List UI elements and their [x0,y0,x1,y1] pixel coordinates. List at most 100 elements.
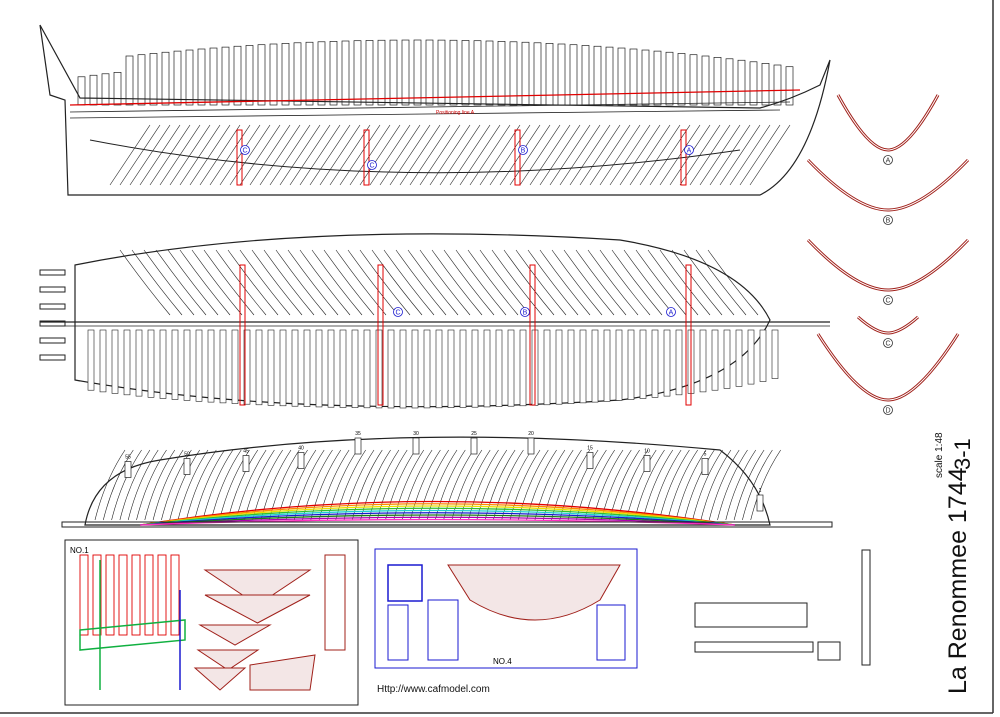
frame-head [242,455,250,472]
deck-beam [591,329,599,403]
frame-line [215,249,267,316]
top-timber [389,39,398,106]
deck-beam [771,329,779,379]
deck-beam [747,329,755,385]
frame-rib [202,449,234,521]
top-timber [365,40,374,106]
bench-part [817,641,841,661]
planking-line [739,124,781,186]
planking-line [569,124,611,186]
frame-number: 35 [355,431,361,437]
planking-line [349,124,391,186]
top-timber [773,64,782,106]
planking-line [189,124,231,186]
planking-line [579,124,621,186]
frame-number: 40 [298,446,304,452]
frame-rib [111,449,142,521]
top-timber [629,48,638,106]
station-marker [883,155,893,165]
frame-number: 25 [471,431,477,437]
planking-line [479,124,521,186]
top-timber [125,55,134,106]
top-timber [713,57,722,106]
green-part [79,619,186,651]
stanchion-part [131,554,141,636]
frame-rib [210,449,242,521]
frame-rib [186,449,217,521]
frame-line [611,249,663,316]
planking-line [539,124,581,186]
frame-rib [675,449,707,521]
deck-beam [471,329,479,408]
detail-no4-parts [387,564,626,661]
planking-line [169,124,211,186]
frame-section-inner [817,333,959,401]
frame-rib [194,449,225,521]
station-marker-label: D [885,408,890,415]
deck-beam [555,329,563,405]
top-timber [113,72,122,106]
planking-line [149,124,191,186]
planking-line [609,124,651,186]
top-timber [569,44,578,106]
frame-line [647,249,699,316]
frame-rib [659,449,690,521]
station-marker [520,307,530,317]
frame-line [263,249,315,316]
deck-beam [147,329,155,398]
sheet-number: 3-1 [950,438,975,470]
top-timber [293,42,302,106]
planking-line [259,124,301,186]
station-marker-label: B [523,310,528,317]
misc-parts [694,549,871,666]
deck-beam [339,329,347,408]
top-timber [653,50,662,106]
planking-line [249,124,291,186]
top-timber [89,74,98,106]
frame-line [539,249,591,316]
top-timber [305,41,314,106]
frame-head [527,437,535,455]
station-marker [883,295,893,305]
frame-line [131,249,183,316]
planking-line [179,124,221,186]
frame-line [467,249,519,316]
frame-head [297,452,305,469]
frame-section-inner [807,239,969,291]
top-timber [149,53,158,106]
frame-line [407,249,459,316]
top-timber [593,45,602,106]
frame-rib [152,449,184,521]
frame-section [836,94,940,152]
frame-line [155,249,207,316]
frame-rib [161,449,192,521]
top-timber [257,44,266,106]
deck-beam [639,329,647,399]
planking-line [319,124,361,186]
frame-line [527,249,579,316]
deck-beam [459,329,467,408]
deck-beam [279,329,287,407]
frame-line [119,249,171,316]
planking-line [669,124,711,186]
deck-beam [315,329,323,408]
detail-box-no1 [64,539,359,706]
deck-beam [759,329,767,382]
frame-rib [103,449,134,521]
frame-number: 15 [587,446,593,452]
frame-number: 20 [528,431,534,437]
frame-section [857,315,919,335]
station-frame [236,129,243,186]
top-timber [317,41,326,106]
frame-rib [692,449,723,521]
frame-head [756,494,764,512]
frame-line [167,249,219,316]
grating-part [204,594,311,624]
planking-line [289,124,331,186]
stanchion-part [157,554,167,636]
deck-beam [543,329,551,406]
stern-timber [39,337,66,344]
